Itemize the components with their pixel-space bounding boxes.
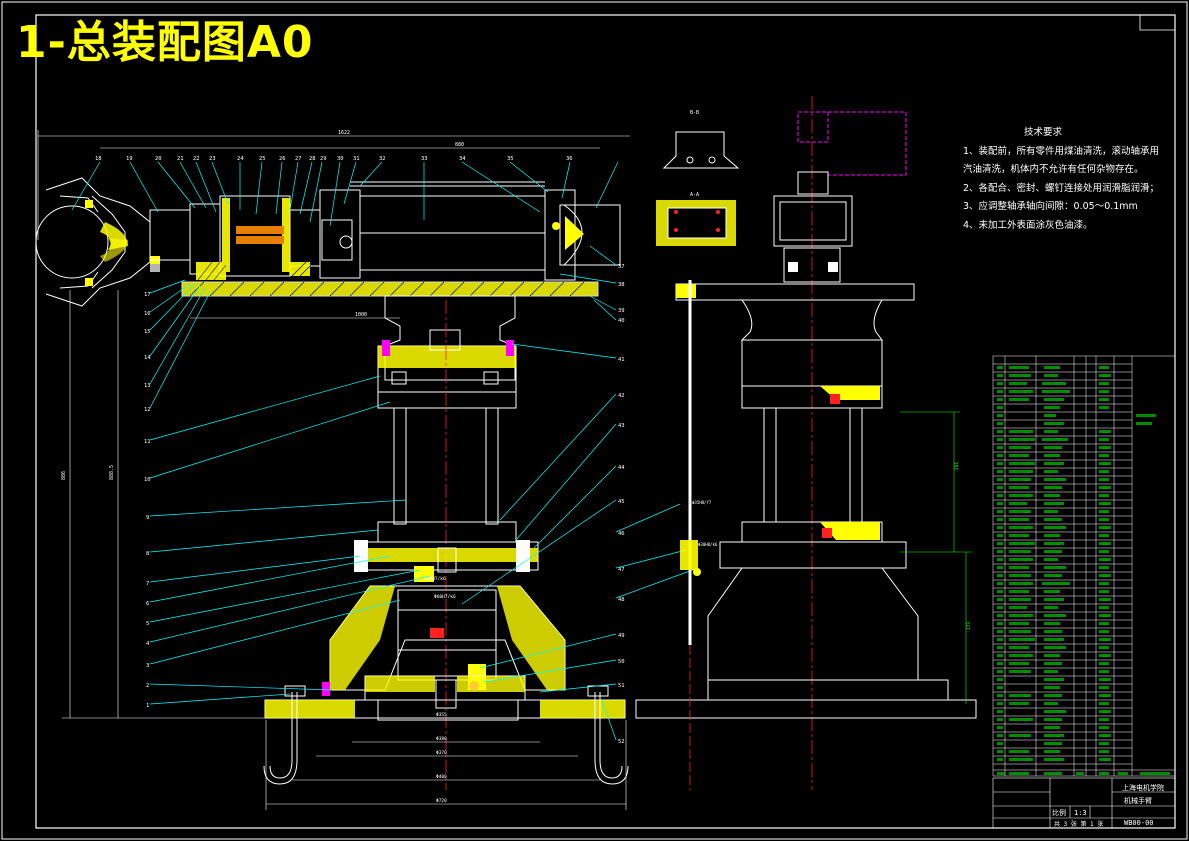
tech-req-heading: 技术要求: [1023, 127, 1062, 138]
svg-text:Φ400: Φ400: [436, 774, 447, 780]
technical-requirements: 技术要求 1、装配前，所有零件用煤油清洗，滚动轴承用 汽油清洗，机体内不允许有任…: [963, 124, 1163, 235]
tech-req-item: 汽油清洗，机体内不允许有任何杂物存在。: [963, 164, 1144, 175]
section-views: B-B A-A: [656, 110, 740, 246]
balloon-18: 18: [95, 156, 102, 162]
balloon-51: 51: [618, 683, 625, 689]
parts-list: [992, 355, 1176, 777]
title-block-text: 上海电机学院 机械手臂 比例 1:3 WB00-00 共 3 张 第 1 张: [1052, 783, 1164, 828]
svg-text:Φ720: Φ720: [436, 798, 447, 804]
balloon-28: 28: [309, 156, 316, 162]
svg-text:Φ35H8/f7: Φ35H8/f7: [692, 500, 712, 505]
svg-text:880: 880: [455, 142, 464, 148]
front-view: 1622 880 1000 886 888.5: [35, 130, 699, 810]
balloon-11: 11: [144, 439, 151, 445]
balloon-45: 45: [618, 499, 625, 505]
title-block-drawing-name: 机械手臂: [1124, 796, 1152, 805]
tech-req-item: 1、装配前，所有零件用煤油清洗，滚动轴承用: [963, 145, 1160, 157]
balloons-left: 17 16 15 14 13 12 11 10 9 8 7 6 5 4 3 2 …: [144, 292, 151, 709]
balloon-13: 13: [144, 383, 151, 389]
balloon-15: 15: [144, 329, 151, 335]
svg-text:281: 281: [954, 462, 960, 470]
balloon-27: 27: [295, 156, 302, 162]
balloon-16: 16: [144, 311, 151, 317]
svg-text:Φ30H7/k6: Φ30H7/k6: [424, 576, 446, 582]
balloon-43: 43: [618, 423, 625, 429]
balloon-21: 21: [177, 156, 184, 162]
balloon-31: 31: [353, 156, 360, 162]
section-label-bb: B-B: [690, 110, 699, 116]
balloon-42: 42: [618, 393, 625, 399]
drawing-title: 1-总装配图A0: [16, 17, 314, 68]
balloon-30: 30: [337, 156, 344, 162]
svg-text:Φ30H8/k6: Φ30H8/k6: [698, 542, 718, 547]
balloon-34: 34: [459, 156, 466, 162]
balloon-17: 17: [144, 292, 151, 298]
balloon-47: 47: [618, 567, 625, 573]
svg-text:Φ355: Φ355: [436, 712, 447, 718]
balloon-8: 8: [146, 551, 149, 557]
balloon-3: 3: [146, 663, 149, 669]
balloon-1: 1: [146, 703, 149, 709]
balloon-2: 2: [146, 683, 149, 689]
balloon-32: 32: [379, 156, 386, 162]
balloon-36: 36: [566, 156, 573, 162]
balloon-33: 33: [421, 156, 428, 162]
balloon-22: 22: [193, 156, 200, 162]
tech-req-item: 4、未加工外表面涂灰色油漆。: [963, 219, 1093, 231]
balloon-37: 37: [618, 264, 625, 270]
tech-req-item: 2、各配合、密封、螺钉连接处用润滑脂润滑；: [963, 182, 1160, 194]
balloon-9: 9: [146, 515, 149, 521]
svg-text:888.5: 888.5: [109, 465, 115, 480]
balloon-12: 12: [144, 407, 151, 413]
tech-req-item: 3、应调整轴承轴向间隙：0.05～0.1mm: [963, 201, 1138, 212]
title-block-scale: 1:3: [1074, 809, 1087, 817]
balloon-39: 39: [618, 308, 625, 314]
title-block: [992, 777, 1176, 829]
svg-text:Φ380: Φ380: [436, 736, 447, 742]
parts-list-entries: [997, 366, 1170, 775]
balloon-5: 5: [146, 621, 149, 627]
balloon-49: 49: [618, 633, 625, 639]
balloon-20: 20: [155, 156, 162, 162]
balloon-24: 24: [237, 156, 244, 162]
balloon-52: 52: [618, 739, 625, 745]
balloon-23: 23: [209, 156, 216, 162]
balloon-41: 41: [618, 357, 625, 363]
balloon-19: 19: [126, 156, 133, 162]
balloon-10: 10: [144, 477, 151, 483]
balloon-38: 38: [618, 282, 625, 288]
balloons-top: 18 19 20 21 22 23 24 25 26 27 28 29 30 3…: [95, 156, 573, 162]
balloon-14: 14: [144, 355, 151, 361]
balloon-26: 26: [279, 156, 286, 162]
balloon-25: 25: [259, 156, 266, 162]
balloon-48: 48: [618, 597, 625, 603]
title-block-scale-label: 比例: [1052, 808, 1066, 817]
balloon-50: 50: [618, 659, 625, 665]
balloon-44: 44: [618, 465, 625, 471]
balloon-7: 7: [146, 581, 149, 587]
section-label-aa: A-A: [690, 192, 699, 198]
balloon-4: 4: [146, 641, 150, 647]
side-view: 281 173 Φ35H8/f7 Φ30H8/k6: [635, 96, 977, 790]
title-block-sheet-info: 共 3 张 第 1 张: [1054, 820, 1103, 828]
balloons-right: 37 38 39 40 41 42 43 44 45 46 47 48 49 5…: [618, 264, 625, 745]
svg-text:Φ370: Φ370: [436, 750, 447, 756]
svg-text:Φ60H7/k6: Φ60H7/k6: [434, 594, 456, 600]
title-block-drawing-no: WB00-00: [1124, 819, 1154, 827]
balloon-6: 6: [146, 601, 149, 607]
balloon-46: 46: [618, 531, 625, 537]
balloon-40: 40: [618, 318, 625, 324]
balloon-29: 29: [320, 156, 327, 162]
balloon-35: 35: [507, 156, 514, 162]
title-block-school: 上海电机学院: [1122, 783, 1164, 792]
svg-text:1622: 1622: [338, 130, 350, 136]
svg-text:886: 886: [61, 471, 67, 480]
svg-text:173: 173: [966, 622, 972, 630]
svg-text:1000: 1000: [355, 312, 367, 318]
